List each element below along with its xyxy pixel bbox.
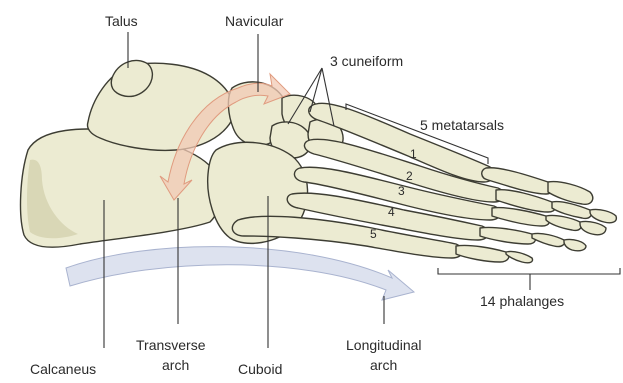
label-metatarsals: 5 metatarsals: [420, 117, 504, 133]
label-talus: Talus: [105, 13, 138, 29]
phalanx-4-middle: [532, 233, 565, 246]
metatarsal-number-1: 1: [410, 147, 417, 161]
metatarsal-number-5: 5: [370, 227, 377, 241]
phalanx-5-proximal: [456, 245, 509, 262]
longitudinal-arch-arrow: [66, 247, 414, 300]
phalanx-4-proximal: [480, 227, 535, 244]
phalanx-5-middle: [506, 251, 533, 262]
label-transverse-line2: arch: [162, 357, 189, 373]
phalanges-bracket: [438, 268, 620, 274]
label-navicular: Navicular: [225, 13, 284, 29]
phalanx-2-distal: [590, 209, 616, 222]
label-cuboid: Cuboid: [238, 361, 282, 377]
phalanx-3-middle: [546, 215, 582, 230]
metatarsal-number-3: 3: [398, 184, 405, 198]
label-transverse-line1: Transverse: [136, 337, 206, 353]
label-longitudinal-line1: Longitudinal: [346, 337, 422, 353]
metatarsal-number-2: 2: [406, 169, 413, 183]
phalanx-1-distal: [548, 182, 593, 205]
label-longitudinal-line2: arch: [370, 357, 397, 373]
label-cuneiform: 3 cuneiform: [330, 53, 403, 69]
label-calcaneus: Calcaneus: [30, 361, 96, 377]
metatarsal-number-4: 4: [388, 205, 395, 219]
label-phalanges: 14 phalanges: [480, 293, 564, 309]
phalanx-3-distal: [580, 221, 606, 234]
phalanx-4-distal: [564, 239, 586, 250]
